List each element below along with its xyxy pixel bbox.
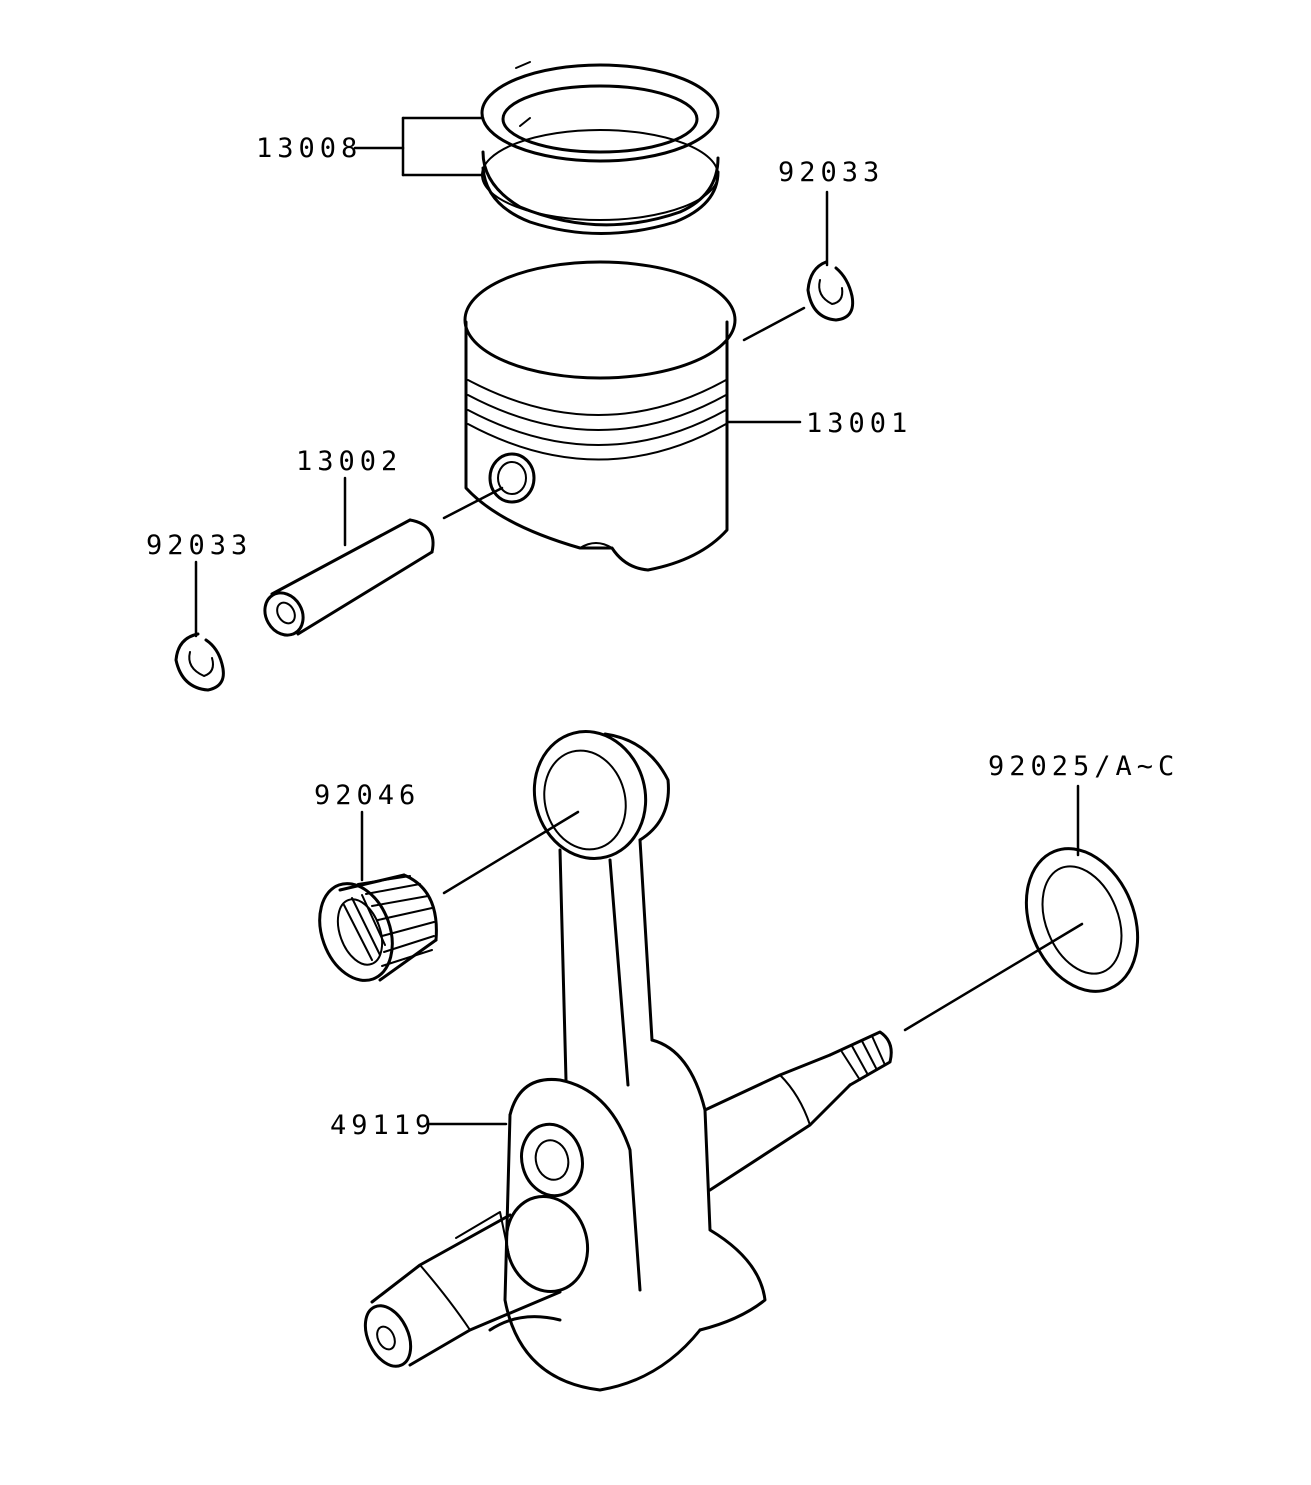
callout-label-piston-pin: 13002 (296, 446, 402, 477)
crankshaft (363, 730, 893, 1392)
leader-lines (194, 116, 1084, 1126)
piston-pin (263, 518, 435, 637)
callout-label-circlip-right: 92033 (778, 157, 884, 188)
callout-label-shim-washer: 92025/A~C (988, 751, 1179, 782)
circlip-right (806, 260, 855, 322)
piston-rings (480, 61, 720, 235)
callout-label-crankshaft: 49119 (330, 1110, 436, 1141)
callout-label-piston-rings: 13008 (256, 133, 362, 164)
callout-label-piston: 13001 (806, 408, 912, 439)
callout-label-circlip-left: 92033 (146, 530, 252, 561)
callout-label-needle-bearing: 92046 (314, 780, 420, 811)
piston (463, 260, 737, 572)
circlip-left (174, 632, 225, 692)
needle-bearing (318, 873, 438, 982)
shim-washer (1024, 847, 1140, 993)
